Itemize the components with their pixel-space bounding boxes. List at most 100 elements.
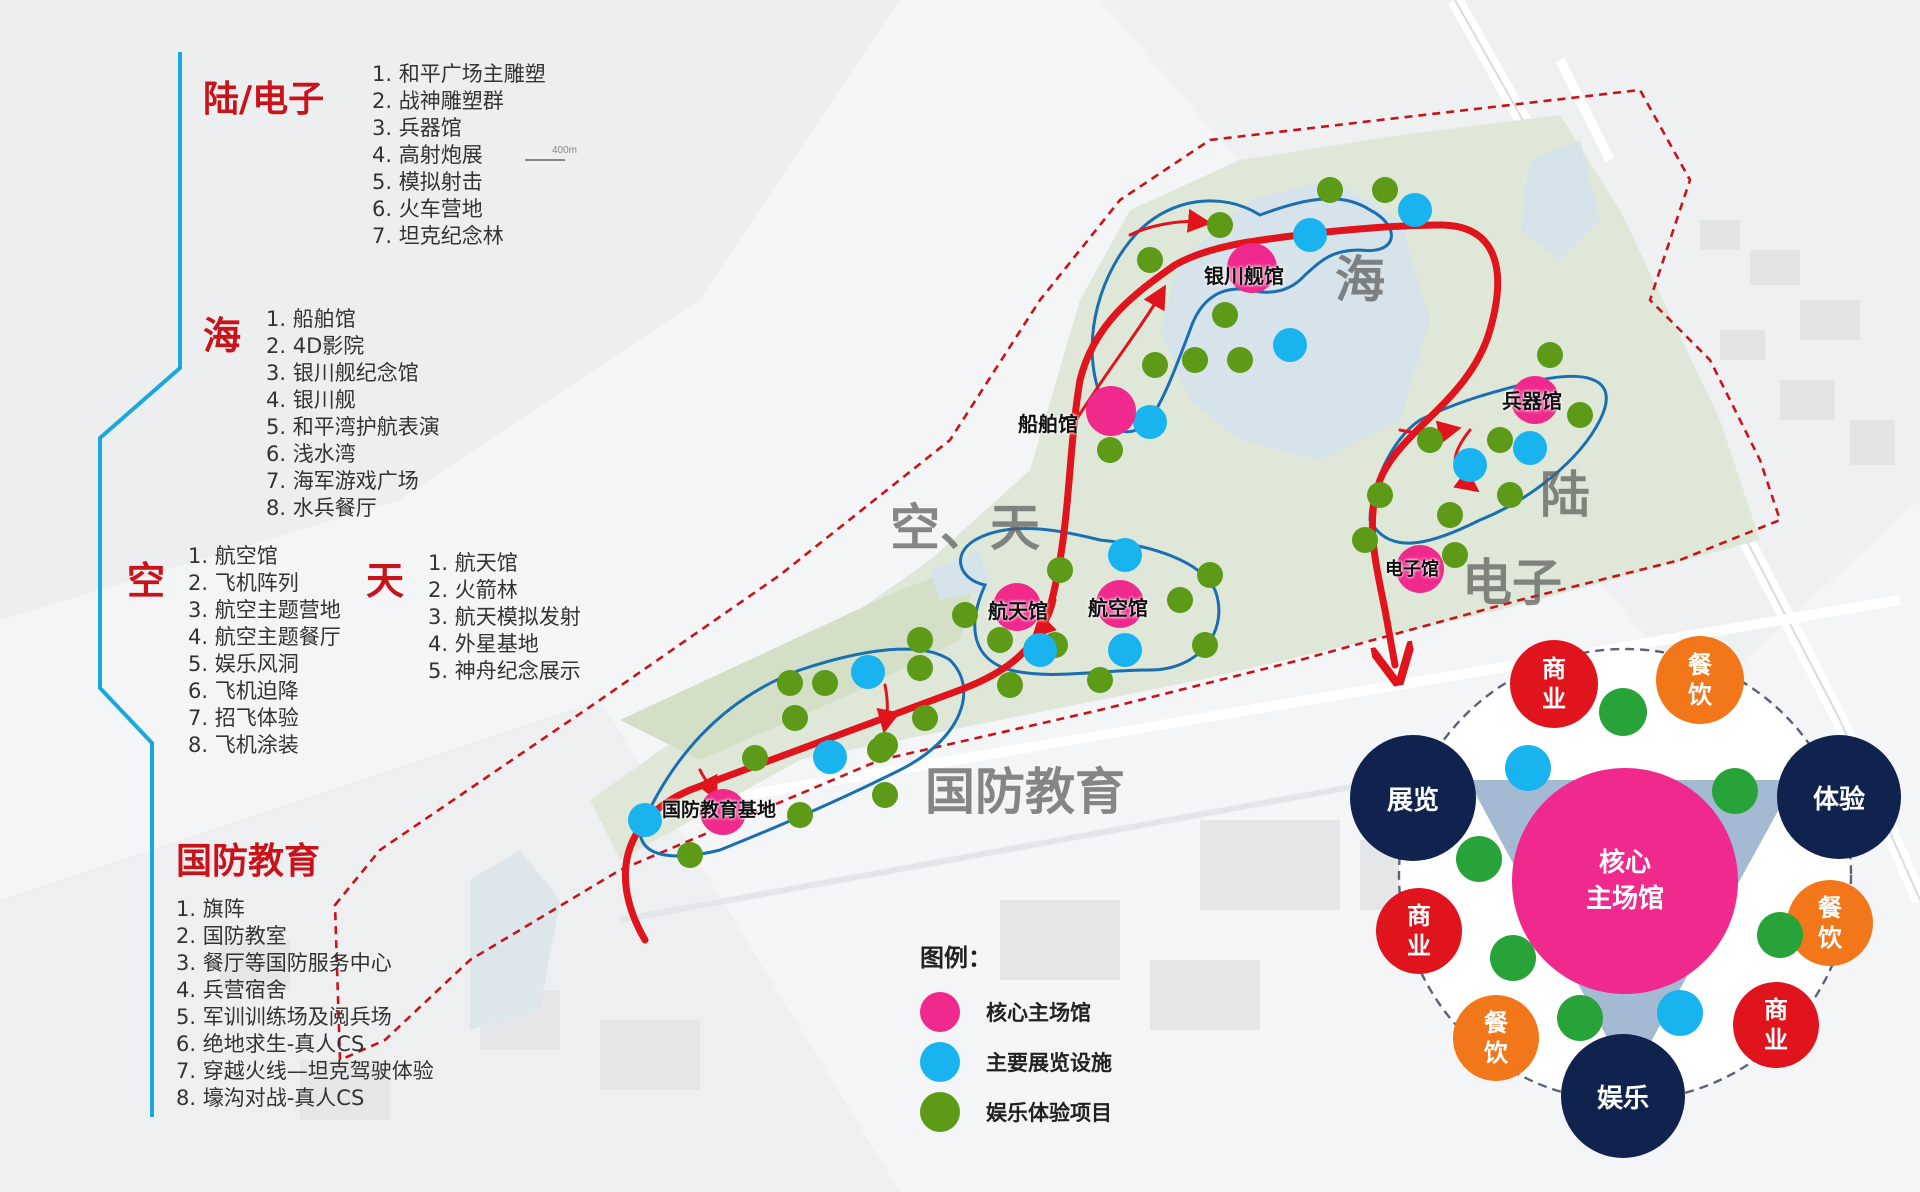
- commerce-node[interactable]: 商 业: [1376, 888, 1462, 974]
- list-item: 4. 航空主题餐厅: [188, 625, 341, 649]
- venue-label-aviation[interactable]: 航空馆: [1088, 596, 1148, 620]
- list-item: 2. 4D影院: [266, 334, 365, 358]
- commerce-label: 商 业: [1407, 902, 1431, 960]
- zone-label-sea: 海: [1335, 251, 1385, 309]
- exhibition-label: 展览: [1386, 785, 1439, 816]
- road: [1555, 57, 1615, 163]
- exhibit-point: [1657, 990, 1703, 1036]
- dining-label: 餐 饮: [1818, 894, 1842, 952]
- commerce-node[interactable]: 商 业: [1510, 640, 1598, 728]
- list-item: 2. 火箭林: [428, 578, 518, 602]
- pink-dot-icon: [920, 992, 960, 1032]
- exhibit-points: [628, 193, 1547, 837]
- entertainment-points: [677, 177, 1593, 868]
- section-title-air: 空: [127, 559, 166, 603]
- list-item: 7. 招飞体验: [188, 706, 299, 730]
- list-item: 1. 航空馆: [188, 544, 278, 568]
- core-venue-marker[interactable]: [1086, 386, 1136, 436]
- list-item: 6. 绝地求生-真人CS: [176, 1032, 365, 1056]
- section-list-sea: 1. 船舶馆 2. 4D影院 3. 银川舰纪念馆 4. 银川舰 5. 和平湾护航…: [266, 306, 440, 522]
- list-item: 4. 高射炮展: [372, 143, 483, 167]
- legend-label: 娱乐体验项目: [986, 1101, 1112, 1125]
- list-item: 8. 水兵餐厅: [266, 496, 377, 520]
- core-venue-marker[interactable]: [1511, 376, 1559, 424]
- dining-node[interactable]: 餐 饮: [1453, 995, 1539, 1081]
- experience-node[interactable]: 体验: [1777, 735, 1901, 859]
- dining-label: 餐 饮: [1484, 1009, 1508, 1067]
- legend-title: 图例：: [920, 944, 992, 972]
- map-legend: 图例： 核心主场馆 主要展览设施 娱乐体验项目: [920, 938, 1112, 1137]
- core-venue-marker[interactable]: [1096, 580, 1144, 628]
- venue-label-electronics[interactable]: 电子馆: [1385, 559, 1439, 580]
- venue-label-ship[interactable]: 船舶馆: [1018, 412, 1078, 436]
- exhibition-node[interactable]: 展览: [1350, 735, 1476, 861]
- list-item: 2. 国防教室: [176, 924, 287, 948]
- list-item: 6. 火车营地: [372, 197, 483, 221]
- legend-label: 核心主场馆: [986, 1001, 1091, 1025]
- list-item: 3. 航空主题营地: [188, 598, 341, 622]
- list-item: 8. 飞机涂装: [188, 733, 299, 757]
- section-list-land: 1. 和平广场主雕塑 2. 战神雕塑群 3. 兵器馆 4. 高射炮展 5. 模拟…: [372, 61, 546, 250]
- zone-label-air-space: 空、天: [890, 499, 1040, 557]
- list-item: 7. 坦克纪念林: [372, 224, 504, 248]
- green-dot-icon: [920, 1092, 960, 1132]
- core-venue-marker[interactable]: [1396, 545, 1444, 593]
- core-venue-marker[interactable]: [1227, 243, 1277, 293]
- exhibit-point: [1505, 745, 1551, 791]
- pond: [470, 850, 560, 1030]
- site-boundary: [333, 88, 1782, 1062]
- dining-node[interactable]: 餐 饮: [1656, 636, 1744, 724]
- legend-item-entertainment: 娱乐体验项目: [920, 1087, 1112, 1137]
- zone-label-electronics: 电子: [1462, 554, 1562, 612]
- dining-label: 餐 饮: [1688, 651, 1712, 709]
- entertainment-point: [1557, 995, 1603, 1041]
- list-item: 6. 飞机迫降: [188, 679, 299, 703]
- list-item: 3. 餐厅等国防服务中心: [176, 951, 392, 975]
- entertainment-point: [1599, 688, 1647, 736]
- core-venue-marker[interactable]: [700, 789, 746, 835]
- venue-label-weapons[interactable]: 兵器馆: [1502, 389, 1562, 413]
- section-title-sea: 海: [203, 314, 242, 358]
- commerce-node[interactable]: 商 业: [1733, 982, 1819, 1068]
- list-item: 4. 兵营宿舍: [176, 978, 287, 1002]
- list-item: 5. 神舟纪念展示: [428, 659, 581, 683]
- venue-label-yinchuan[interactable]: 银川舰馆: [1204, 264, 1284, 288]
- entertainment-node[interactable]: 娱乐: [1561, 1034, 1685, 1158]
- legend-label: 主要展览设施: [986, 1051, 1112, 1075]
- dining-node[interactable]: 餐 饮: [1787, 880, 1873, 966]
- venue-label-space[interactable]: 航天馆: [988, 599, 1048, 623]
- zone-label-land: 陆: [1540, 466, 1590, 524]
- commerce-label: 商 业: [1542, 655, 1566, 713]
- section-list-air: 1. 航空馆 2. 飞机阵列 3. 航空主题营地 4. 航空主题餐厅 5. 娱乐…: [188, 543, 341, 759]
- cluster-loops: [638, 197, 1608, 858]
- section-list-space: 1. 航天馆 2. 火箭林 3. 航天模拟发射 4. 外星基地 5. 神舟纪念展…: [428, 550, 581, 685]
- core-hall-node[interactable]: 核心 主场馆: [1512, 768, 1738, 994]
- list-item: 2. 飞机阵列: [188, 571, 299, 595]
- list-item: 1. 旗阵: [176, 897, 245, 921]
- entertainment-point: [1456, 836, 1502, 882]
- section-title-space: 天: [366, 559, 405, 603]
- list-item: 2. 战神雕塑群: [372, 89, 504, 113]
- section-list-defense: 1. 旗阵 2. 国防教室 3. 餐厅等国防服务中心 4. 兵营宿舍 5. 军训…: [176, 896, 434, 1112]
- legend-item-exhibit: 主要展览设施: [920, 1037, 1112, 1087]
- road: [599, 595, 1901, 825]
- entertainment-point: [1712, 768, 1758, 814]
- commerce-label: 商 业: [1764, 996, 1788, 1054]
- core-venue-marker[interactable]: [993, 583, 1041, 631]
- list-item: 5. 和平湾护航表演: [266, 415, 440, 439]
- experience-label: 体验: [1812, 784, 1865, 815]
- lake: [1520, 140, 1600, 260]
- terrain-shade: [0, 0, 900, 620]
- park-greenery: [620, 560, 980, 760]
- scale-label: 400m: [552, 145, 578, 156]
- list-item: 5. 模拟射击: [372, 170, 483, 194]
- venue-label-defense-base[interactable]: 国防教育基地: [662, 799, 777, 821]
- list-item: 1. 和平广场主雕塑: [372, 62, 546, 86]
- list-item: 8. 壕沟对战-真人CS: [176, 1086, 365, 1110]
- list-item: 7. 穿越火线—坦克驾驶体验: [176, 1059, 434, 1083]
- section-title-defense: 国防教育: [176, 841, 321, 882]
- pond: [930, 550, 990, 600]
- core-hall-label: 核心 主场馆: [1585, 848, 1664, 914]
